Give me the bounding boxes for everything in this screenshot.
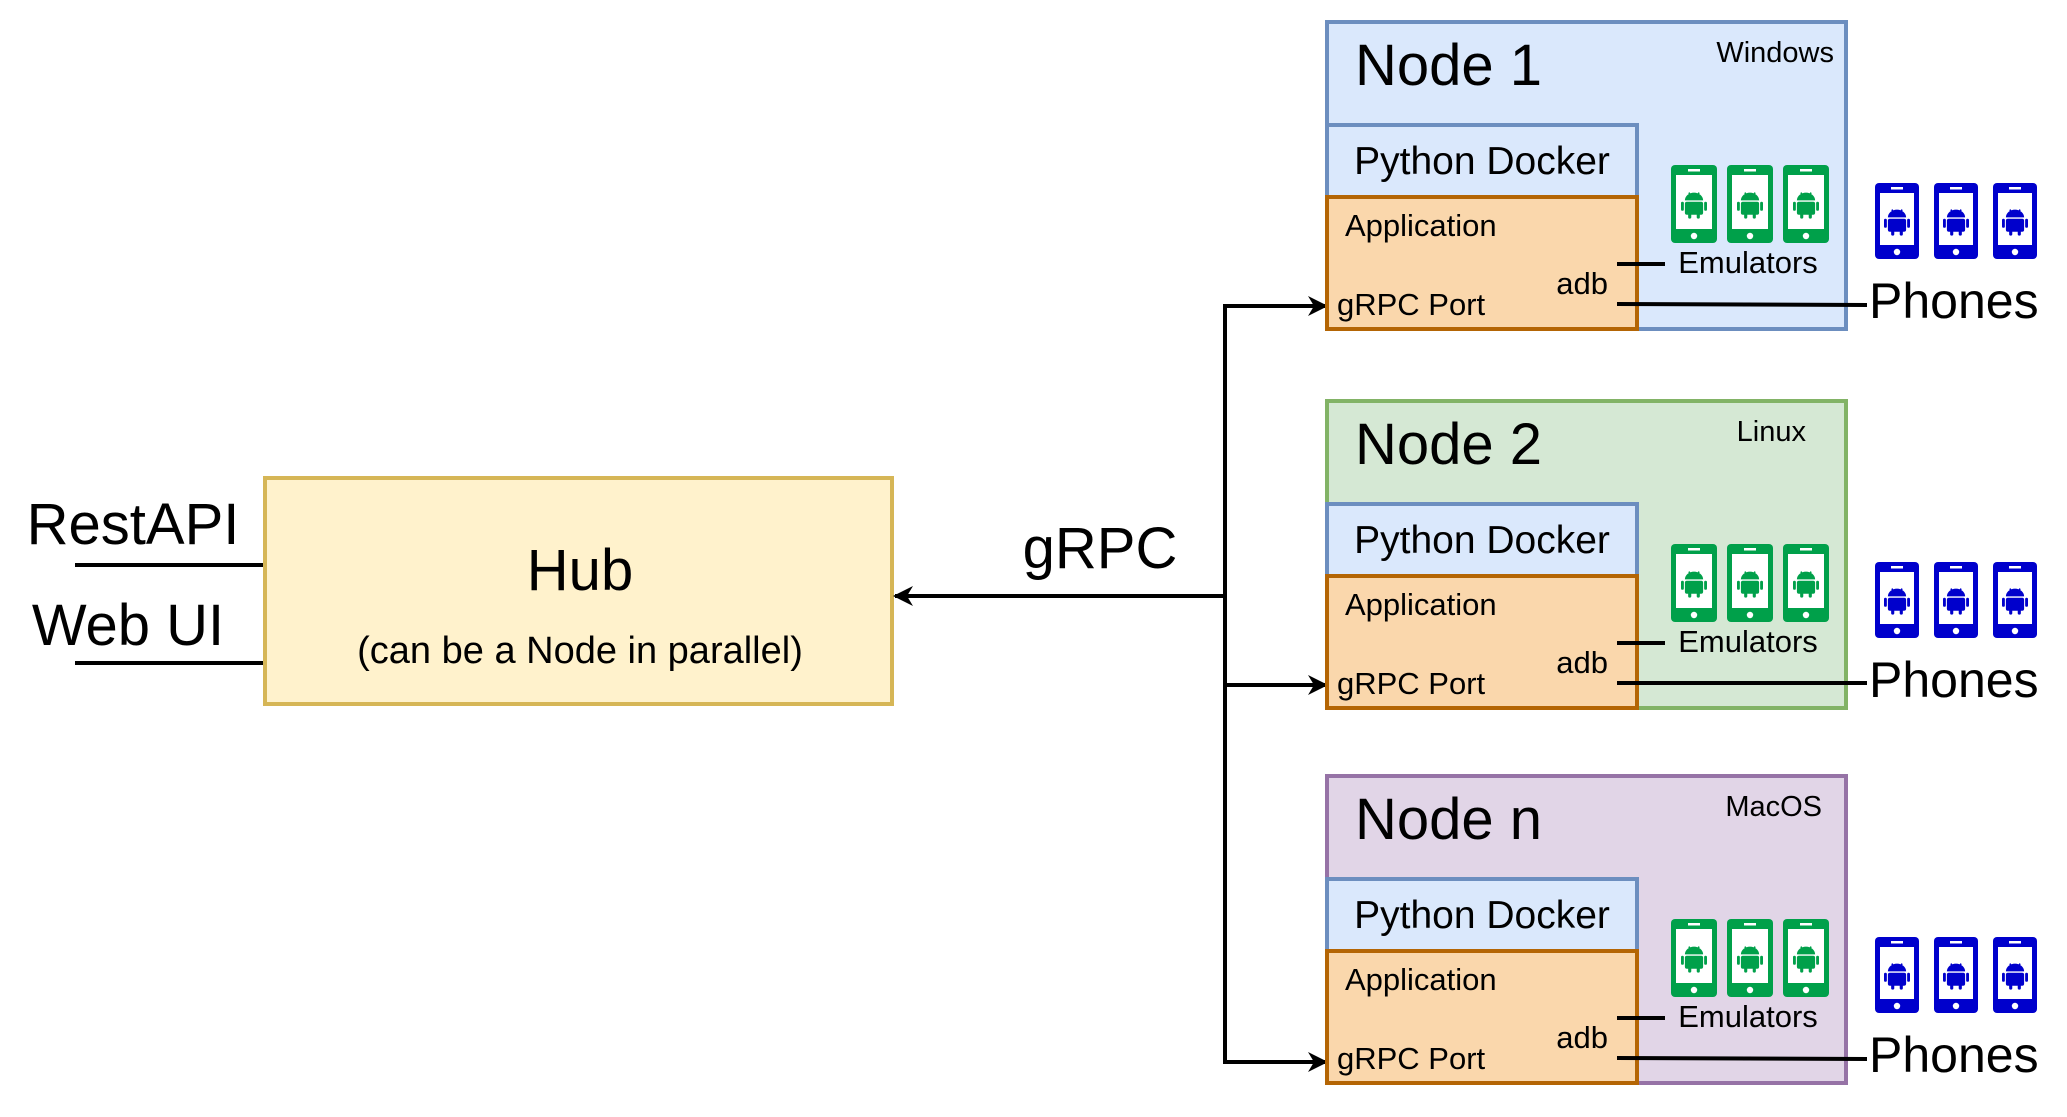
node-2-docker-label: Python Docker [1354,519,1610,562]
node-n-app-label: Application [1345,962,1497,997]
node-2-emulators-label: Emulators [1678,624,1818,659]
hub-title: Hub [527,538,633,603]
android-phone-icon [1875,937,1919,1013]
node-n: Node n MacOS Python Docker Application g… [1325,774,2039,1085]
android-tablet-icon [1727,919,1773,997]
android-tablet-icon [1783,919,1829,997]
node-1-os: Windows [1716,37,1834,69]
node-n-adb-label: adb [1556,1020,1608,1055]
android-tablet-icon [1783,544,1829,622]
node-1-title: Node 1 [1355,33,1542,98]
node-2-phone-icons [1875,562,2037,638]
android-phone-icon [1934,183,1978,259]
node-n-phone-icons [1875,937,2037,1013]
node-n-title: Node n [1355,787,1542,852]
node-n-emulator-icons [1671,919,1829,997]
android-phone-icon [1934,562,1978,638]
android-phone-icon [1993,937,2037,1013]
node-1-adb-phones-line [1616,302,1868,307]
node-n-os: MacOS [1725,791,1822,823]
android-tablet-icon [1671,165,1717,243]
node-1-emulators-label: Emulators [1678,245,1818,280]
node-2-emulator-icons [1671,544,1829,622]
android-phone-icon [1875,183,1919,259]
node-1-phones-label: Phones [1869,273,2039,329]
android-tablet-icon [1727,544,1773,622]
node-1-app-label: Application [1345,208,1497,243]
hub-box: Hub (can be a Node in parallel) [263,476,894,706]
node-1-phone-icons [1875,183,2037,259]
android-tablet-icon [1727,165,1773,243]
node-2-app-label: Application [1345,587,1497,622]
node-1: Node 1 Windows Python Docker Application… [1325,20,2039,331]
node-1-docker-box [1325,123,1639,199]
grpc-label: gRPC [1023,516,1178,581]
node-n-port-label: gRPC Port [1337,1041,1486,1076]
node-2-port-label: gRPC Port [1337,666,1486,701]
node-2-phones-label: Phones [1869,652,2039,708]
node-1-docker-label: Python Docker [1354,140,1610,183]
node-2-docker-box [1325,502,1639,578]
android-tablet-icon [1671,919,1717,997]
node-n-emulators-label: Emulators [1678,999,1818,1034]
android-tablet-icon [1671,544,1717,622]
android-phone-icon [1993,562,2037,638]
node-2-title: Node 2 [1355,412,1542,477]
hub-subtitle: (can be a Node in parallel) [357,630,803,672]
node-1-app-box [1325,195,1639,331]
node-n-phones-label: Phones [1869,1027,2039,1083]
node-n-docker-box [1325,877,1639,953]
node-2-os: Linux [1737,416,1807,448]
node-1-port-label: gRPC Port [1337,287,1486,322]
node-n-adb-phones-line [1616,1056,1868,1061]
android-phone-icon [1993,183,2037,259]
android-phone-icon [1875,562,1919,638]
android-phone-icon [1934,937,1978,1013]
android-tablet-icon [1783,165,1829,243]
node-n-docker-label: Python Docker [1354,894,1610,937]
node-2-adb-label: adb [1556,645,1608,680]
node-2: Node 2 Linux Python Docker Application g… [1325,399,2039,710]
hub-rect [263,476,894,706]
webui-label: Web UI [32,593,224,658]
restapi-label: RestAPI [27,492,240,557]
node-2-app-box [1325,574,1639,710]
node-1-emulator-icons [1671,165,1829,243]
node-1-adb-label: adb [1556,266,1608,301]
